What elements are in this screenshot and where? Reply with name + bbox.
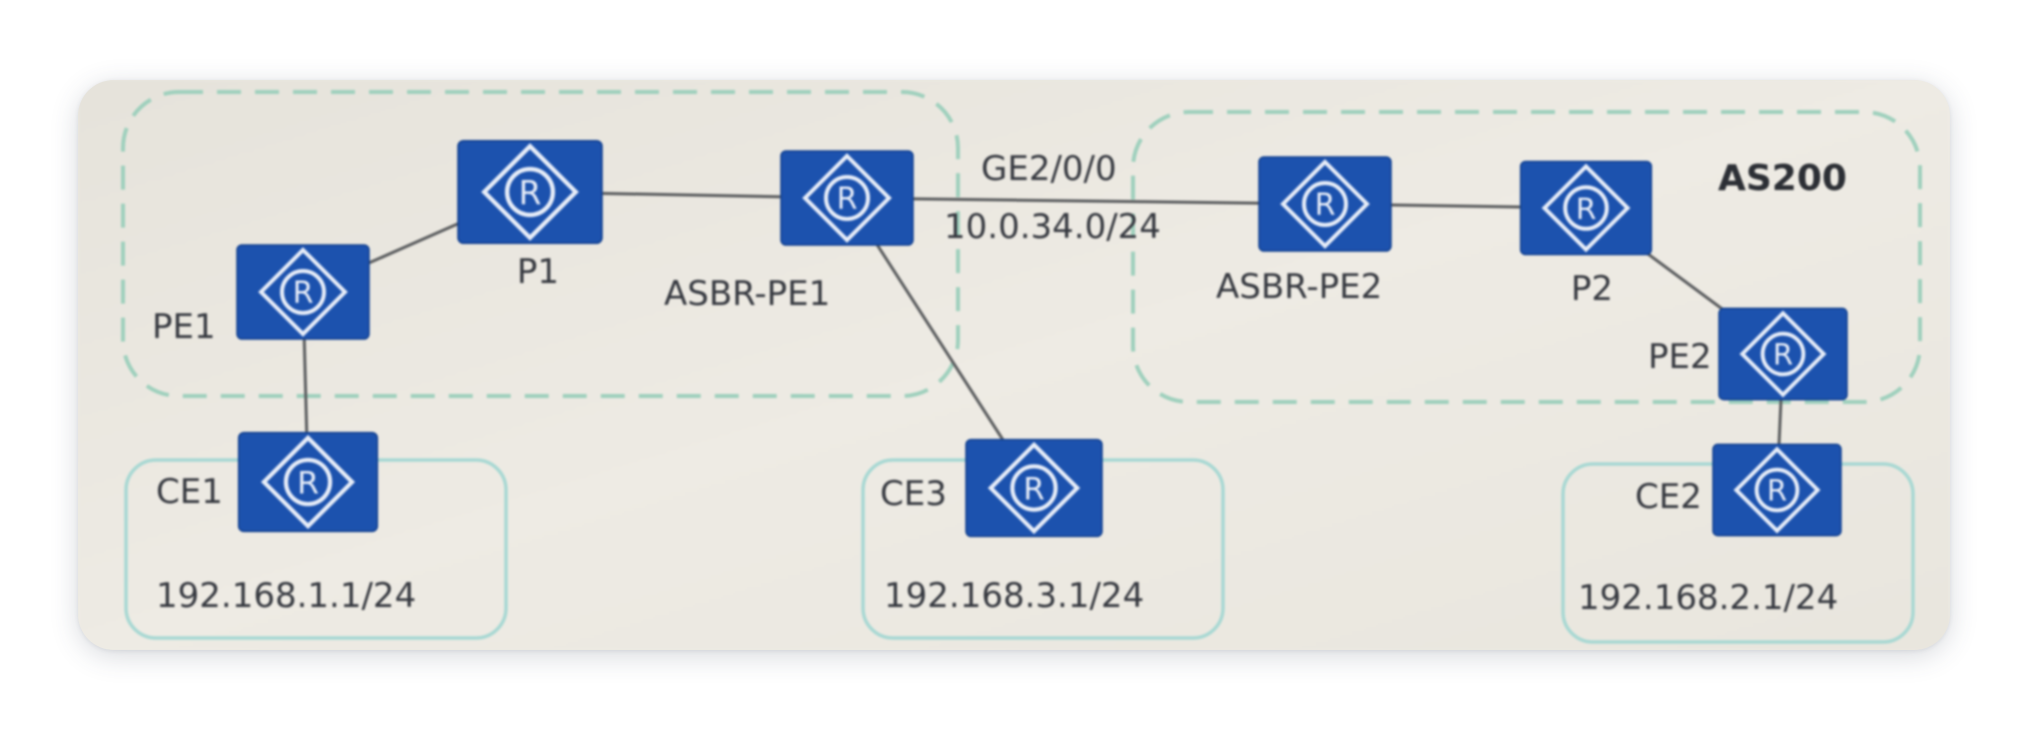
label-pe2: PE2 bbox=[1648, 337, 1712, 377]
router-icon[interactable]: R bbox=[239, 433, 378, 532]
router-icon[interactable]: R bbox=[458, 141, 602, 243]
router-icon[interactable]: R bbox=[1717, 306, 1849, 402]
label-ce2-ip: 192.168.2.1/24 bbox=[1578, 578, 1838, 618]
svg-text:R: R bbox=[519, 174, 542, 212]
label-ce1-ip: 192.168.1.1/24 bbox=[156, 576, 416, 616]
router-icon[interactable]: R bbox=[779, 149, 915, 247]
label-ce1: CE1 bbox=[156, 472, 223, 512]
label-interface-ge: GE2/0/0 bbox=[981, 149, 1117, 189]
as-boundary-as200 bbox=[1131, 110, 1922, 404]
label-subnet: 10.0.34.0/24 bbox=[944, 207, 1161, 247]
label-ce2: CE2 bbox=[1635, 477, 1702, 517]
router-icon[interactable]: R bbox=[1711, 442, 1843, 538]
router-icon[interactable]: R bbox=[1518, 159, 1654, 257]
label-pe1: PE1 bbox=[152, 307, 216, 347]
label-ce3-ip: 192.168.3.1/24 bbox=[884, 576, 1144, 616]
router-icon[interactable]: R bbox=[1257, 155, 1393, 253]
svg-text:R: R bbox=[1773, 338, 1793, 372]
label-as200: AS200 bbox=[1718, 158, 1847, 199]
svg-text:R: R bbox=[1576, 192, 1597, 227]
svg-text:R: R bbox=[293, 276, 314, 311]
as-boundary-left bbox=[121, 90, 960, 398]
svg-text:R: R bbox=[1023, 471, 1044, 507]
svg-text:R: R bbox=[837, 182, 858, 217]
router-icon[interactable]: R bbox=[235, 243, 371, 341]
svg-text:R: R bbox=[1767, 474, 1787, 508]
network-topology-diagram: R R R R R R R R R P1 ASBR-PE1 PE1 GE2/0/… bbox=[78, 80, 1950, 650]
label-p1: P1 bbox=[517, 252, 559, 292]
label-p2: P2 bbox=[1571, 269, 1613, 309]
label-asbr-pe1: ASBR-PE1 bbox=[664, 274, 830, 314]
link-asbr-pe1-asbr-pe2 bbox=[846, 196, 1326, 206]
label-ce3: CE3 bbox=[880, 474, 947, 514]
topology-figure: R R R R R R R R R P1 ASBR-PE1 PE1 GE2/0/… bbox=[78, 80, 1950, 650]
svg-text:R: R bbox=[1315, 188, 1336, 223]
router-icon[interactable]: R bbox=[966, 440, 1102, 537]
svg-text:R: R bbox=[297, 466, 319, 502]
label-asbr-pe2: ASBR-PE2 bbox=[1216, 267, 1382, 307]
